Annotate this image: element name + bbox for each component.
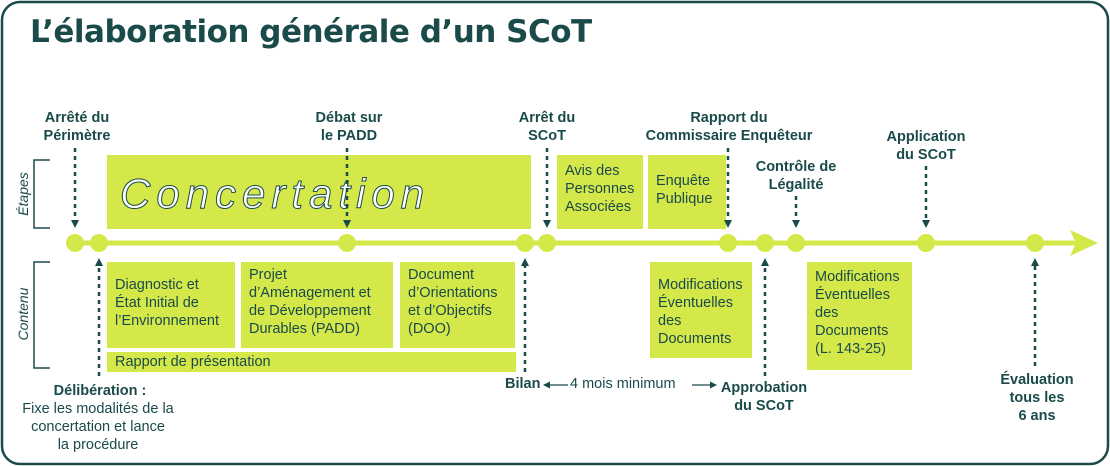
- label-arret-scot: Arrêt du SCoT: [518, 110, 576, 144]
- label-bilan: Bilan: [505, 376, 541, 392]
- box-avis-personnes-associees: Avis des Personnes Associées: [557, 155, 643, 229]
- label-evaluation: Évaluation tous les 6 ans: [1000, 372, 1074, 424]
- box-enquete-publique: Enquête Publique: [648, 155, 726, 229]
- label-deliberation-text: Fixe les modalités de la concertation et…: [22, 401, 174, 453]
- label-rapport-commissaire: Rapport du Commissaire Enquêteur: [645, 110, 813, 144]
- label-debat-padd: Débat sur le PADD: [315, 110, 383, 144]
- label-deliberation-title: Délibération :: [53, 383, 147, 399]
- concertation-label: Concertation: [119, 170, 431, 218]
- box-doo: Document d’Orientations et d’Objectifs (…: [400, 262, 515, 348]
- bilan-row: Bilan: [505, 376, 540, 392]
- side-label-contenu: Contenu: [15, 287, 31, 341]
- concertation-band: [107, 155, 531, 229]
- box-padd: Projet d’Aménagement et de Développement…: [241, 262, 393, 348]
- label-arrete-perimetre: Arrêté du Périmètre: [43, 110, 111, 144]
- side-label-etapes: Étapes: [15, 172, 31, 216]
- label-application-scot: Application du SCoT: [886, 129, 966, 163]
- label-4-mois: 4 mois minimum: [570, 376, 676, 392]
- label-approbation: Approbation du SCoT: [720, 380, 808, 414]
- page-title: L’élaboration générale d’un SCoT: [30, 14, 592, 50]
- label-controle-legalite: Contrôle de Légalité: [755, 159, 837, 193]
- box-rapport-presentation: Rapport de présentation: [107, 352, 516, 372]
- box-modifications-2: Modifications Éventuelles des Documents …: [807, 262, 912, 370]
- box-diagnostic: Diagnostic et État Initial de l’Environn…: [107, 262, 235, 348]
- box-modifications-1: Modifications Éventuelles des Documents: [650, 262, 752, 358]
